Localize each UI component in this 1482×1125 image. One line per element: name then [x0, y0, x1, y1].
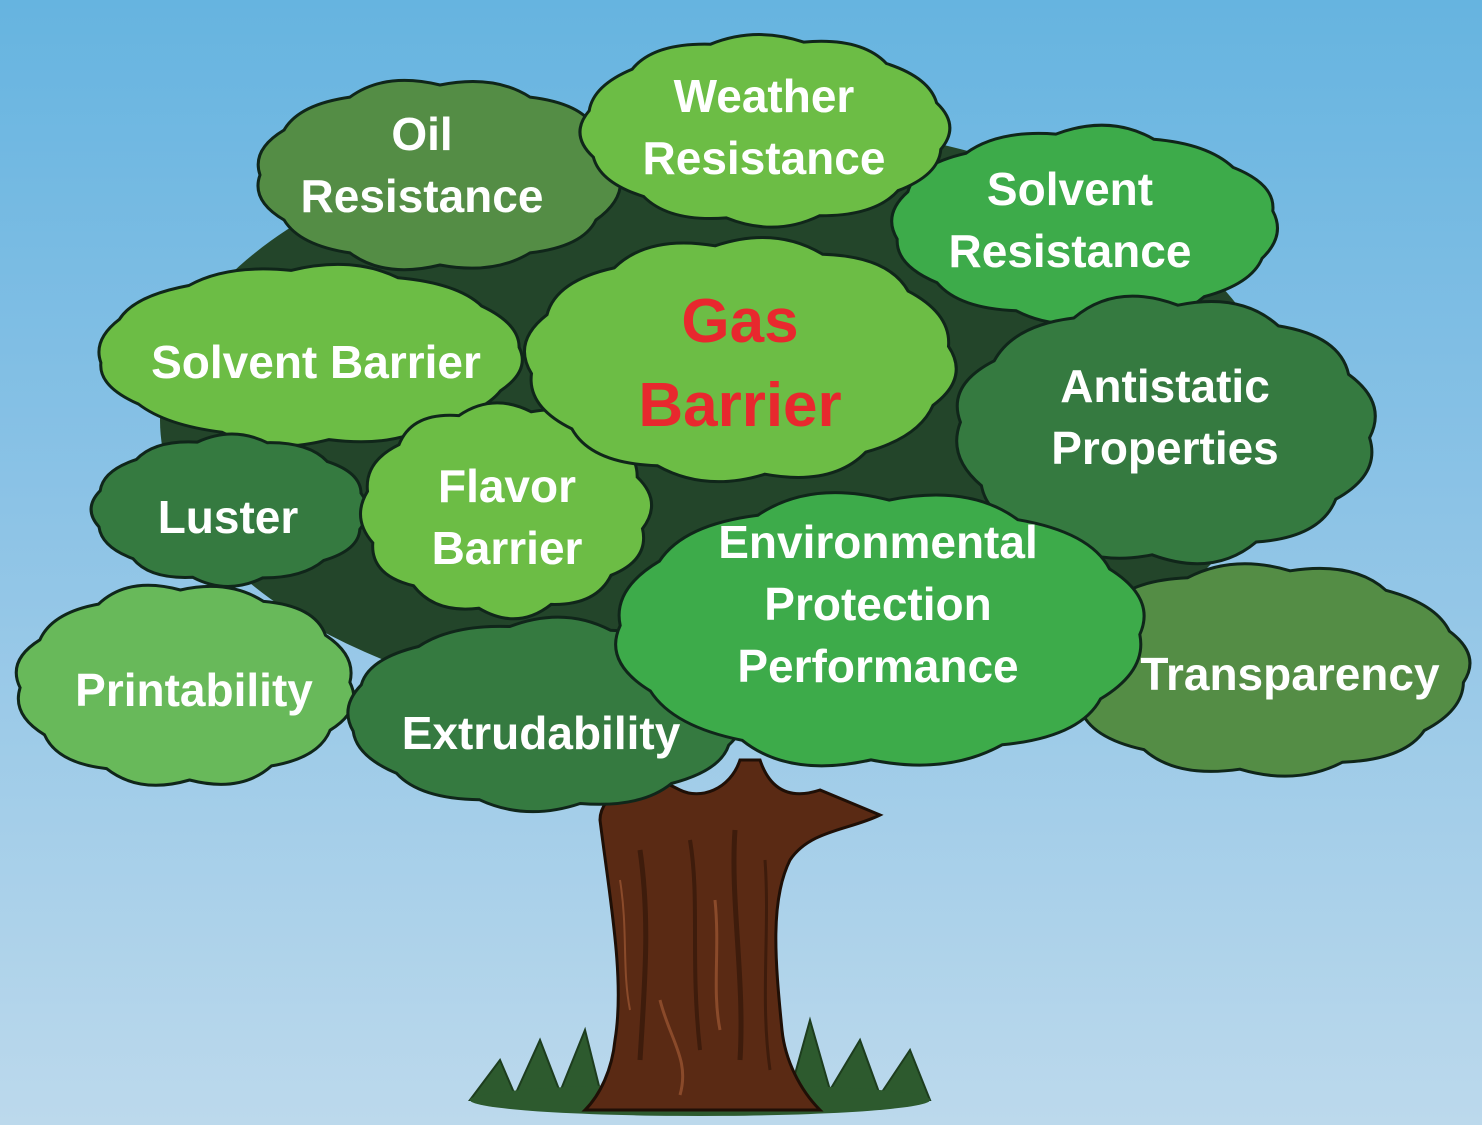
node-solvent-barrier: Solvent Barrier: [97, 262, 524, 448]
node-label: Luster: [158, 491, 299, 543]
node-label: Solvent Barrier: [151, 336, 481, 388]
cloud-shape: [14, 583, 356, 787]
cloud-shape: [359, 401, 653, 621]
label-line: Resistance: [949, 225, 1192, 277]
node-label: Printability: [75, 664, 313, 716]
node-label: Transparency: [1140, 648, 1440, 700]
label-line: Weather: [674, 70, 855, 122]
label-line: Antistatic: [1060, 360, 1270, 412]
label-line: Environmental: [718, 516, 1038, 568]
label-line: Transparency: [1140, 648, 1440, 700]
cloud-shape: [97, 262, 524, 448]
cloud-shape: [522, 236, 958, 484]
label-line: Solvent: [987, 163, 1153, 215]
node-printability: Printability: [14, 583, 356, 787]
label-line: Solvent Barrier: [151, 336, 481, 388]
tree-trunk: [581, 758, 884, 1112]
label-line: Properties: [1051, 422, 1279, 474]
label-line: Barrier: [638, 371, 841, 440]
label-line: Oil: [391, 108, 452, 160]
label-line: Resistance: [301, 170, 544, 222]
label-line: Resistance: [643, 132, 886, 184]
cloud-shape: [578, 33, 952, 229]
label-line: Gas: [681, 287, 798, 356]
label-line: Extrudability: [402, 707, 681, 759]
label-line: Barrier: [432, 522, 583, 574]
label-line: Flavor: [438, 460, 576, 512]
label-line: Performance: [737, 640, 1018, 692]
label-line: Protection: [764, 578, 991, 630]
node-label: Extrudability: [402, 707, 681, 759]
cloud-shape: [256, 79, 623, 272]
cloud-shape: [89, 432, 369, 588]
label-line: Printability: [75, 664, 313, 716]
node-luster: Luster: [89, 432, 369, 588]
node-transparency: Transparency: [1059, 562, 1472, 778]
label-line: Luster: [158, 491, 299, 543]
cloud-shape: [614, 491, 1146, 768]
